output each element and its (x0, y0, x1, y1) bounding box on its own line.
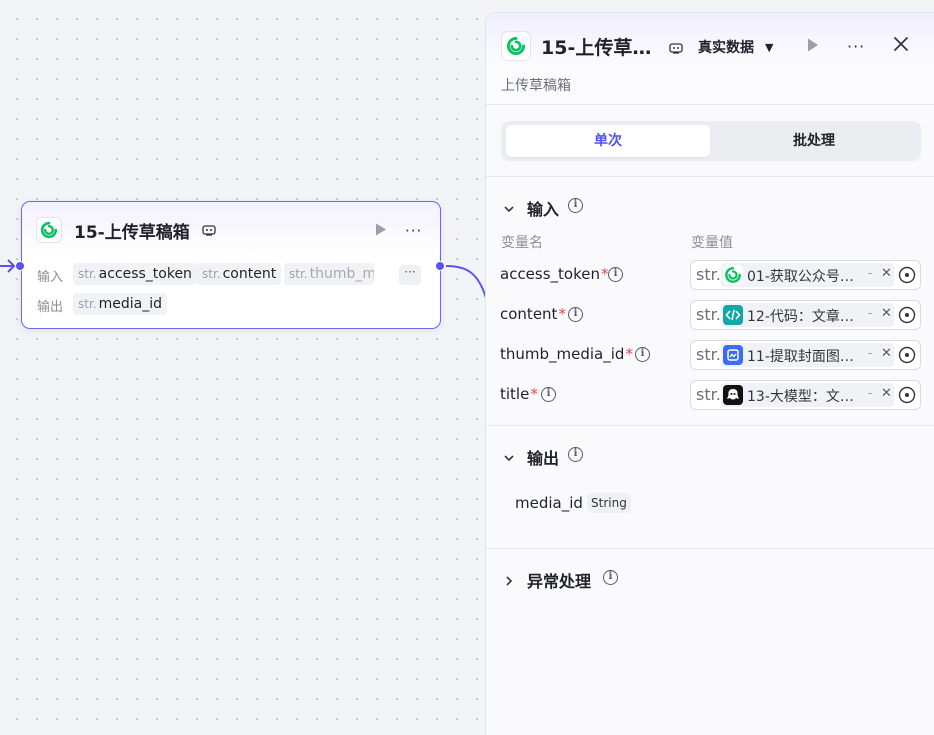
variable-target-icon[interactable] (898, 386, 916, 408)
separator: - (868, 306, 873, 320)
node-config-panel: 15-上传草… 真实数据 ▼ ··· 上传草稿箱 单次 批处理 输入 i 变 (485, 12, 934, 735)
close-icon[interactable] (892, 35, 910, 57)
column-header-name: 变量名 (501, 235, 543, 251)
variable-value-field[interactable]: str. 12-代码：文章… - ✕ (690, 300, 921, 330)
value-type-label: str. (696, 305, 721, 324)
node-input-port[interactable] (15, 261, 25, 271)
node-input-chip: str.content (197, 263, 282, 285)
panel-more-icon[interactable]: ··· (847, 37, 866, 56)
divider (486, 176, 934, 177)
reference-text: 12-代码：文章… (747, 309, 854, 325)
chevron-right-icon[interactable] (503, 572, 515, 591)
variable-value-field[interactable]: str. 11-提取封面图… - ✕ (690, 340, 921, 370)
llm-icon (723, 385, 743, 405)
run-node-icon[interactable] (374, 222, 388, 241)
output-section-title[interactable]: 输出 (527, 449, 560, 468)
variable-target-icon[interactable] (898, 346, 916, 368)
caret-down-icon[interactable]: ▼ (765, 41, 774, 54)
output-type-badge: String (587, 493, 631, 513)
variable-name: title* (500, 385, 538, 403)
data-mode-select[interactable]: 真实数据 (698, 40, 754, 56)
divider (486, 548, 934, 549)
column-header-value: 变量值 (691, 235, 733, 251)
run-mode-tabs: 单次 批处理 (501, 121, 921, 161)
workflow-node-upload-draft[interactable]: 15-上传草稿箱 ··· 输入 str.access_token str.con… (21, 201, 441, 329)
run-node-icon[interactable] (806, 37, 820, 57)
node-input-label: 输入 (37, 270, 64, 285)
image-extract-icon (723, 345, 743, 365)
variable-value-field[interactable]: str. 01-获取公众号… - ✕ (690, 260, 921, 290)
wechat-icon (723, 265, 743, 285)
info-icon[interactable]: i (603, 570, 618, 585)
incoming-edge-arrow (7, 259, 16, 273)
tab-single[interactable]: 单次 (506, 125, 710, 157)
variable-reference[interactable]: 01-获取公众号… - ✕ (721, 263, 894, 287)
panel-title: 15-上传草… (541, 37, 652, 59)
panel-header: 15-上传草… 真实数据 ▼ ··· 上传草稿箱 (486, 13, 934, 105)
wechat-icon (36, 217, 62, 243)
node-header (22, 202, 440, 256)
node-output-chip: str.media_id (73, 293, 167, 315)
info-icon[interactable]: i (608, 267, 623, 282)
variable-name: access_token* (500, 265, 609, 283)
clear-reference-icon[interactable]: ✕ (881, 346, 892, 361)
value-type-label: str. (696, 345, 721, 364)
outgoing-edge (445, 265, 487, 299)
separator: - (868, 386, 873, 400)
clear-reference-icon[interactable]: ✕ (881, 386, 892, 401)
node-output-port[interactable] (435, 261, 445, 271)
code-icon (723, 305, 743, 325)
wechat-icon (501, 31, 531, 61)
node-output-label: 输出 (37, 300, 64, 315)
info-icon[interactable]: i (568, 198, 583, 213)
clear-reference-icon[interactable]: ✕ (881, 306, 892, 321)
node-title: 15-上传草稿箱 (74, 223, 190, 243)
separator: - (868, 346, 873, 360)
chevron-down-icon[interactable] (503, 200, 515, 219)
variable-reference[interactable]: 13-大模型：文… - ✕ (721, 383, 894, 407)
variable-target-icon[interactable] (898, 266, 916, 288)
output-variable-name: media_id (515, 494, 583, 512)
chevron-down-icon[interactable] (503, 449, 515, 468)
info-icon[interactable]: i (568, 307, 583, 322)
info-icon[interactable]: i (635, 347, 650, 362)
error-handling-section-title[interactable]: 异常处理 (527, 572, 592, 591)
reference-text: 11-提取封面图… (747, 349, 854, 365)
value-type-label: str. (696, 265, 721, 284)
tab-batch[interactable]: 批处理 (793, 133, 835, 149)
separator: - (868, 266, 873, 280)
info-icon[interactable]: i (568, 447, 583, 462)
node-more-icon[interactable]: ··· (405, 222, 423, 240)
variable-name: thumb_media_id* (500, 345, 633, 363)
node-input-chip: str.thumb_m (284, 263, 374, 285)
node-input-chip: str.access_token (73, 263, 197, 285)
node-more-inputs-button[interactable]: ··· (399, 265, 421, 285)
variable-reference[interactable]: 11-提取封面图… - ✕ (721, 343, 894, 367)
variable-name: content* (500, 305, 566, 323)
panel-subtitle: 上传草稿箱 (501, 78, 571, 94)
divider (486, 425, 934, 426)
variable-target-icon[interactable] (898, 306, 916, 328)
input-section-title[interactable]: 输入 (527, 200, 560, 219)
info-icon[interactable]: i (541, 387, 556, 402)
reference-text: 13-大模型：文… (747, 389, 854, 405)
variable-value-field[interactable]: str. 13-大模型：文… - ✕ (690, 380, 921, 410)
value-type-label: str. (696, 385, 721, 404)
plugin-badge-icon (669, 40, 683, 59)
plugin-badge-icon (202, 222, 216, 241)
reference-text: 01-获取公众号… (747, 269, 854, 285)
clear-reference-icon[interactable]: ✕ (881, 266, 892, 281)
variable-reference[interactable]: 12-代码：文章… - ✕ (721, 303, 894, 327)
